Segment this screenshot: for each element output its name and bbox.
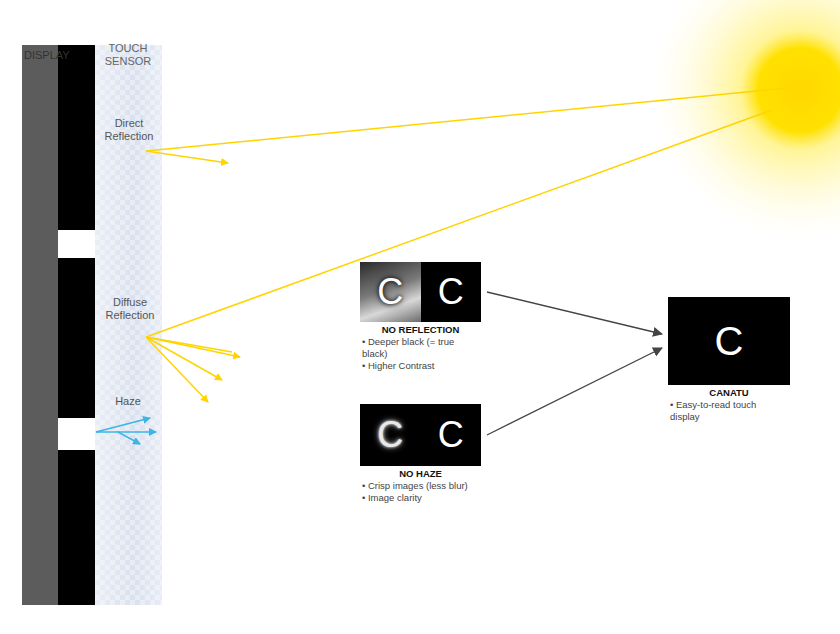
sample-letter: C [715, 321, 744, 361]
sample-letter: C [438, 272, 464, 312]
flow-arrow [487, 292, 662, 334]
pixel-gap [58, 418, 95, 450]
pixel-gap [58, 230, 95, 258]
haze-ray [118, 432, 140, 444]
sample-letter: C [377, 272, 403, 312]
haze-ray [96, 418, 150, 432]
sample-image: CC [360, 404, 481, 466]
haze-ray [96, 431, 156, 433]
effect-label: Diffuse Reflection [92, 296, 168, 322]
bullet-note: • Image clarity [360, 492, 481, 504]
panel-caption: NO REFLECTION [360, 324, 481, 336]
sample-image: CC [360, 262, 481, 322]
image-half: C [360, 404, 421, 466]
bullet-note: • Deeper black (= true black) [360, 336, 481, 360]
image-half: C [668, 297, 790, 385]
image-half: C [421, 404, 482, 466]
bullet-note: • Easy-to-read touch display [668, 399, 782, 423]
layer-label: TOUCH SENSOR [96, 42, 160, 68]
touch-sensor-layer [95, 45, 162, 605]
diffuse-ray [146, 337, 232, 352]
sample-letter: C [438, 415, 464, 455]
bullet-note: • Crisp images (less blur) [360, 480, 481, 492]
sample-letter: C [377, 415, 403, 455]
image-half: C [360, 262, 421, 322]
image-panel: CC NO REFLECTION• Deeper black (= true bl… [360, 262, 481, 372]
diffuse-ray [146, 337, 240, 357]
image-panel: CC NO HAZE• Crisp images (less blur)• Ima… [360, 404, 481, 504]
bullet-note: • Higher Contrast [360, 360, 481, 372]
flow-arrow [487, 348, 662, 435]
panel-caption: NO HAZE [360, 468, 481, 480]
image-half: C [421, 262, 482, 322]
panel-caption: CANATU [668, 387, 790, 399]
layer-label: DISPLAY [24, 49, 64, 62]
sun-ray [146, 88, 788, 151]
image-panel: C CANATU• Easy-to-read touch display [668, 297, 790, 423]
display-back [22, 45, 58, 605]
effect-label: Haze [106, 395, 150, 408]
display-panel [58, 45, 95, 605]
sample-image: C [668, 297, 790, 385]
touch-sensor-texture [95, 45, 162, 605]
direct-reflection-ray [146, 151, 228, 163]
effect-label: Direct Reflection [96, 117, 162, 143]
